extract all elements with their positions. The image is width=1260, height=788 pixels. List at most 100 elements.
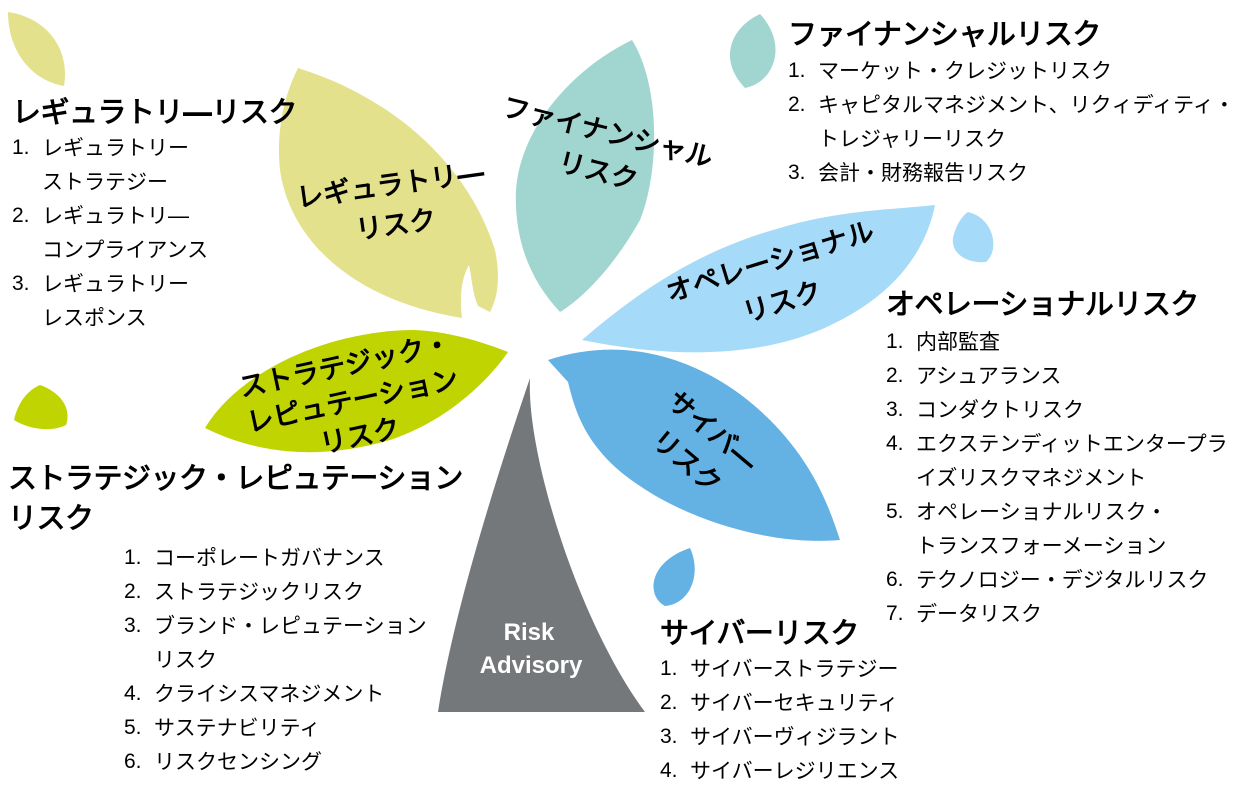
list-item-text: エクステンディットエンタープラ イズリスクマネジメント (916, 432, 1228, 490)
list-item: 3. サイバーヴィジラント (660, 720, 900, 754)
cyber-petal (548, 349, 840, 541)
financial-leaf-accent (729, 14, 776, 88)
list-item: 1. コーポレートガバナンス (124, 541, 427, 575)
list-item: 1. レギュラトリー ストラテジー (12, 131, 297, 199)
list-item-text: ストラテジックリスク (154, 580, 364, 604)
cyber-leaf-accent (653, 548, 695, 606)
cyber-section: サイバーリスク 1. サイバーストラテジー 2. サイバーセキュリティ 3. サイバーヴィ… (660, 615, 900, 788)
list-item-text: コンダクトリスク (916, 398, 1084, 422)
operational-section: オペレーショナルリスク 1. 内部監査 2. アシュアランス 3. コンダクトリスク 4. エ… (886, 286, 1228, 631)
strategic-section: ストラテジック・レピュテーション リスク (8, 460, 463, 536)
list-item-number: 3. (788, 161, 806, 184)
list-item: 4. エクステンディットエンタープラ イズリスクマネジメント (886, 427, 1228, 495)
strategic-petal (205, 330, 508, 453)
list-item: 3. コンダクトリスク (886, 393, 1228, 427)
list-item-text: キャピタルマネジメント、リクィディティ・ トレジャリーリスク (818, 93, 1235, 151)
regulatory-section: レギュラトリ―リスク 1. レギュラトリー ストラテジー 2. レギュラトリ― コンプ… (12, 94, 298, 335)
list-item-text: サイバーセキュリティ (690, 691, 899, 715)
list-item: 1. 内部監査 (886, 325, 1228, 359)
operational-leaf-accent (952, 212, 994, 263)
financial-section: ファイナンシャルリスク 1. マーケット・クレジットリスク 2. キャピタルマネジメン… (788, 16, 1235, 190)
operational-list: 1. 内部監査 2. アシュアランス 3. コンダクトリスク 4. エクステンディットエンター… (886, 325, 1228, 631)
list-item-number: 1. (12, 136, 30, 159)
cyber-title: サイバーリスク (660, 616, 859, 650)
list-item-number: 2. (124, 580, 142, 603)
financial-petal (515, 40, 655, 312)
list-item-number: 1. (788, 59, 806, 82)
list-item-text: レギュラトリー ストラテジー (42, 136, 189, 194)
list-item-text: ブランド・レピュテーション リスク (154, 614, 427, 672)
list-item-text: クライシスマネジメント (154, 682, 385, 706)
list-item-text: マーケット・クレジットリスク (818, 59, 1112, 83)
list-item-number: 3. (660, 725, 678, 748)
list-item-text: アシュアランス (916, 364, 1062, 388)
strategic-list-block: 1. コーポレートガバナンス 2. ストラテジックリスク 3. ブランド・レピュテーション… (124, 541, 427, 779)
list-item: 2. レギュラトリ― コンプライアンス (12, 199, 297, 267)
risk-advisory-hub (438, 378, 645, 712)
list-item-text: リスクセンシング (154, 750, 322, 774)
list-item-number: 5. (886, 500, 904, 523)
list-item-text: サイバーストラテジー (690, 657, 899, 681)
list-item-text: レギュラトリー レスポンス (42, 272, 189, 330)
list-item-text: レギュラトリ― コンプライアンス (42, 204, 209, 262)
list-item: 4. クライシスマネジメント (124, 677, 427, 711)
list-item: 6. リスクセンシング (124, 745, 427, 779)
list-item: 3. ブランド・レピュテーション リスク (124, 609, 427, 677)
list-item: 2. アシュアランス (886, 359, 1228, 393)
list-item: 4. サイバーレジリエンス (660, 754, 900, 788)
list-item-text: コーポレートガバナンス (154, 546, 385, 570)
list-item: 6. テクノロジー・デジタルリスク (886, 563, 1228, 597)
strategic-leaf-accent (14, 385, 68, 430)
list-item: 3. 会計・財務報告リスク (788, 156, 1235, 190)
list-item-number: 3. (124, 614, 142, 637)
list-item: 3. レギュラトリー レスポンス (12, 267, 297, 335)
list-item-text: サステナビリティ (154, 716, 321, 740)
list-item-number: 1. (660, 657, 678, 680)
regulatory-leaf-accent (8, 12, 65, 86)
list-item: 7. データリスク (886, 597, 1228, 631)
financial-list: 1. マーケット・クレジットリスク 2. キャピタルマネジメント、リクィディティ・ ト… (788, 54, 1235, 190)
strategic-list: 1. コーポレートガバナンス 2. ストラテジックリスク 3. ブランド・レピュテーション… (124, 541, 427, 779)
regulatory-title: レギュラトリ―リスク (12, 95, 298, 129)
list-item-number: 4. (886, 432, 904, 455)
operational-title: オペレーショナルリスク (886, 287, 1199, 321)
hub-label: Risk (504, 619, 555, 646)
list-item: 1. マーケット・クレジットリスク (788, 54, 1235, 88)
strategic-title-line2: リスク (8, 501, 94, 535)
list-item-text: オペレーショナルリスク・ トランスフォーメーション (916, 500, 1168, 558)
list-item-number: 4. (660, 759, 678, 782)
list-item-text: サイバーレジリエンス (690, 759, 900, 783)
list-item-number: 7. (886, 602, 904, 625)
list-item-number: 4. (124, 682, 142, 705)
list-item-number: 2. (660, 691, 678, 714)
list-item: 5. サステナビリティ (124, 711, 427, 745)
list-item: 1. サイバーストラテジー (660, 652, 900, 686)
list-item-number: 1. (124, 546, 142, 569)
list-item-number: 1. (886, 330, 904, 353)
hub-label: Advisory (480, 652, 583, 679)
list-item-text: 内部監査 (916, 330, 1000, 354)
list-item-number: 2. (12, 204, 30, 227)
list-item-number: 3. (12, 272, 30, 295)
list-item-text: 会計・財務報告リスク (818, 161, 1028, 185)
list-item-number: 5. (124, 716, 142, 739)
list-item: 2. サイバーセキュリティ (660, 686, 900, 720)
regulatory-petal (278, 68, 498, 318)
list-item-number: 2. (788, 93, 806, 116)
strategic-title: ストラテジック・レピュテーション (8, 461, 463, 495)
list-item: 5. オペレーショナルリスク・ トランスフォーメーション (886, 495, 1228, 563)
operational-petal (582, 205, 935, 353)
list-item-text: テクノロジー・デジタルリスク (916, 568, 1209, 592)
list-item-text: サイバーヴィジラント (690, 725, 900, 749)
financial-title: ファイナンシャルリスク (788, 17, 1101, 51)
list-item-number: 2. (886, 364, 904, 387)
list-item-number: 6. (886, 568, 904, 591)
list-item-number: 3. (886, 398, 904, 421)
cyber-list: 1. サイバーストラテジー 2. サイバーセキュリティ 3. サイバーヴィジラント 4. サイ… (660, 652, 900, 788)
list-item: 2. ストラテジックリスク (124, 575, 427, 609)
list-item: 2. キャピタルマネジメント、リクィディティ・ トレジャリーリスク (788, 88, 1235, 156)
regulatory-list: 1. レギュラトリー ストラテジー 2. レギュラトリ― コンプライアンス 3. レギュラ… (12, 131, 297, 335)
list-item-text: データリスク (916, 602, 1042, 626)
list-item-number: 6. (124, 750, 142, 773)
